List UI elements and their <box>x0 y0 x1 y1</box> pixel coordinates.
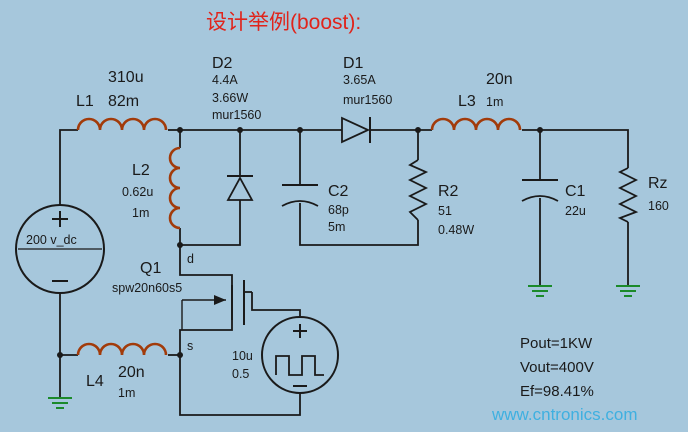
l2-label: L2 <box>132 162 150 179</box>
rz-value: 160 <box>648 199 669 213</box>
wire-drain <box>179 245 233 285</box>
d1-part: mur1560 <box>343 93 392 107</box>
capacitor-c1 <box>521 179 559 202</box>
wire-vin-to-l1 <box>59 129 78 210</box>
l2-value-2: 1m <box>132 206 149 220</box>
c2-value-2: 5m <box>328 220 345 234</box>
diode-d1 <box>340 116 380 144</box>
wire-c2-bottom <box>299 203 419 246</box>
wire-source <box>179 320 233 355</box>
l4-label: L4 <box>86 373 104 390</box>
inductor-l1 <box>76 117 168 131</box>
diode-d2 <box>226 175 254 201</box>
pulse-value-2: 0.5 <box>232 367 249 381</box>
c2-label: C2 <box>328 183 349 200</box>
pulse-value-1: 10u <box>232 349 253 363</box>
inductor-l4 <box>76 342 168 356</box>
d2-current: 4.4A <box>212 73 238 87</box>
q1-label: Q1 <box>140 260 161 277</box>
l1-value-1: 310u <box>108 69 144 86</box>
wire-pulse-return <box>179 355 301 416</box>
inductor-l2 <box>168 146 181 230</box>
vin-label: 200 v_dc <box>26 233 77 247</box>
resistor-r2 <box>407 159 429 221</box>
result-vout: Vout=400V <box>520 359 594 376</box>
result-pout: Pout=1KW <box>520 335 593 352</box>
pulse-source <box>261 316 339 394</box>
wire-l3-to-rz <box>522 129 629 168</box>
d2-power: 3.66W <box>212 91 248 105</box>
watermark: www.cntronics.com <box>491 405 637 424</box>
inductor-l3 <box>430 117 522 131</box>
wire-vin-bottom <box>59 288 78 356</box>
mosfet-q1 <box>181 280 252 330</box>
d1-label: D1 <box>343 55 364 72</box>
ground-rz <box>616 285 640 297</box>
junction-dots <box>57 127 543 358</box>
l2-value-1: 0.62u <box>122 185 153 199</box>
q1-drain-pin: d <box>187 252 194 266</box>
dc-source-200v <box>15 204 105 294</box>
d2-part: mur1560 <box>212 108 261 122</box>
l1-value-2: 82m <box>108 93 139 110</box>
d2-label: D2 <box>212 55 233 72</box>
ground-c1 <box>528 285 552 297</box>
c2-value-1: 68p <box>328 203 349 217</box>
r2-value-1: 51 <box>438 204 452 218</box>
wire-d2-bottom <box>180 200 241 246</box>
q1-source-pin: s <box>187 339 193 353</box>
rz-label: Rz <box>648 175 668 192</box>
wire-gate <box>251 292 301 318</box>
ground-left <box>48 397 72 409</box>
c1-value: 22u <box>565 204 586 218</box>
l4-value-1: 20n <box>118 364 145 381</box>
resistor-rz <box>617 167 639 223</box>
l4-value-2: 1m <box>118 386 135 400</box>
diagram-title: 设计举例(boost): <box>206 11 361 34</box>
r2-value-2: 0.48W <box>438 223 474 237</box>
l3-value-2: 1m <box>486 95 503 109</box>
l1-label: L1 <box>76 93 94 110</box>
capacitor-c2 <box>281 184 319 207</box>
l3-value-1: 20n <box>486 71 513 88</box>
result-efficiency: Ef=98.41% <box>520 383 594 400</box>
q1-part: spw20n60s5 <box>112 281 182 295</box>
l3-label: L3 <box>458 93 476 110</box>
r2-label: R2 <box>438 183 459 200</box>
c1-label: C1 <box>565 183 586 200</box>
d1-current: 3.65A <box>343 73 376 87</box>
